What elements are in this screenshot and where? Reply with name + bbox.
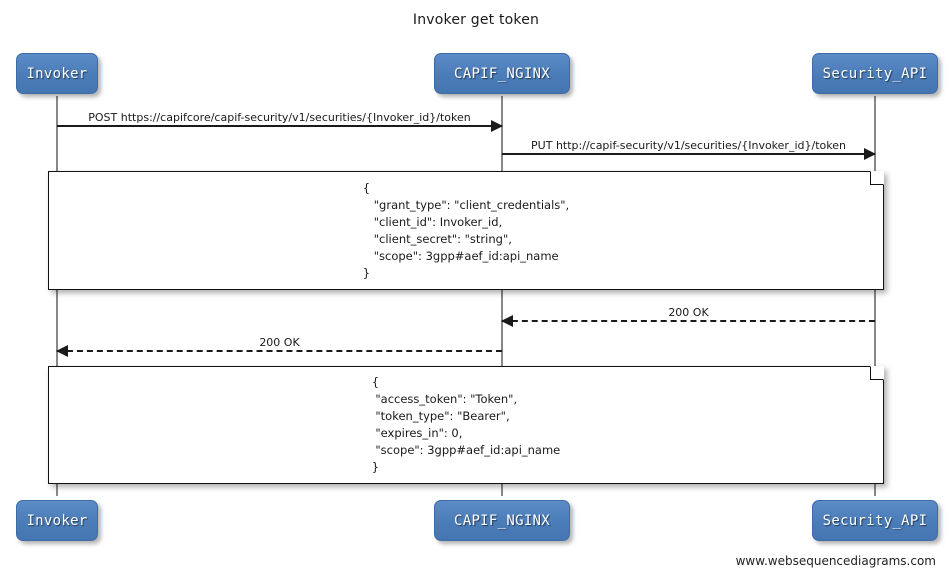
message-label: PUT http://capif-security/v1/securities/… (527, 139, 850, 152)
message-label: 200 OK (255, 336, 304, 349)
participant-label: CAPIF_NGINX (453, 65, 551, 82)
participant-capif-nginx-top[interactable]: CAPIF_NGINX (434, 53, 570, 94)
message-label: 200 OK (664, 306, 713, 319)
note-text: { "access_token": "Token", "token_type":… (371, 375, 561, 474)
note-text: { "grant_type": "client_credentials", "c… (362, 180, 570, 280)
lifeline-security-api (874, 96, 876, 496)
arrowhead-left-icon (501, 315, 513, 327)
message-200-ok-security[interactable]: 200 OK (501, 300, 875, 327)
message-line (57, 350, 502, 352)
message-put-token[interactable]: PUT http://capif-security/v1/securities/… (502, 133, 876, 160)
arrowhead-right-icon (864, 148, 876, 160)
message-post-token[interactable]: POST https://capifcore/capif-security/v1… (57, 105, 503, 132)
participant-label: CAPIF_NGINX (453, 512, 551, 529)
arrowhead-right-icon (491, 120, 503, 132)
participant-label: Invoker (26, 65, 88, 82)
note-shape (48, 171, 884, 290)
diagram-title: Invoker get token (412, 12, 540, 28)
note-response-body: { "access_token": "Token", "token_type":… (48, 366, 884, 484)
lifeline-invoker (56, 96, 58, 496)
participant-capif-nginx-bottom[interactable]: CAPIF_NGINX (434, 500, 570, 541)
arrowhead-left-icon (56, 345, 68, 357)
lifeline-capif-nginx (501, 96, 503, 496)
note-shape (48, 366, 884, 484)
participant-label: Security_API (822, 512, 928, 529)
participant-invoker-bottom[interactable]: Invoker (16, 500, 98, 541)
message-line (502, 153, 875, 155)
note-request-body: { "grant_type": "client_credentials", "c… (48, 171, 884, 290)
message-line (57, 125, 502, 127)
footer-credit: www.websequencediagrams.com (735, 554, 936, 568)
message-label: POST https://capifcore/capif-security/v1… (84, 111, 475, 124)
note-body: { "access_token": "Token", "token_type":… (48, 366, 884, 484)
note-body: { "grant_type": "client_credentials", "c… (48, 171, 884, 290)
participant-security-api-top[interactable]: Security_API (812, 53, 938, 94)
participant-label: Invoker (26, 512, 88, 529)
participant-invoker-top[interactable]: Invoker (16, 53, 98, 94)
message-200-ok-invoker[interactable]: 200 OK (56, 330, 502, 357)
participant-label: Security_API (822, 65, 928, 82)
message-line (502, 320, 875, 322)
participant-security-api-bottom[interactable]: Security_API (812, 500, 938, 541)
